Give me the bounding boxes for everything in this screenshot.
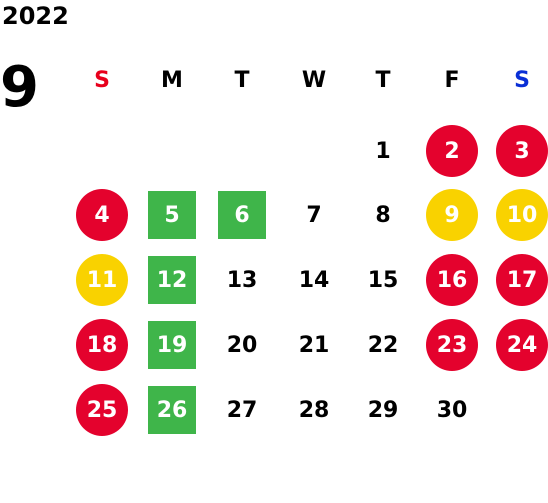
month-label: 9 bbox=[0, 55, 39, 120]
weekday-header: W bbox=[301, 68, 327, 93]
day-cell[interactable]: 11 bbox=[74, 254, 130, 306]
day-number: 21 bbox=[298, 332, 330, 358]
day-cell[interactable]: 27 bbox=[214, 384, 270, 436]
weekday-header: F bbox=[444, 68, 460, 93]
day-number: 15 bbox=[367, 267, 399, 293]
day-cell[interactable]: 16 bbox=[424, 254, 480, 306]
day-number: 4 bbox=[76, 189, 128, 241]
day-number: 1 bbox=[375, 138, 391, 164]
day-number: 28 bbox=[298, 397, 330, 423]
weekday-header: T bbox=[234, 68, 250, 93]
weekday-header: S bbox=[94, 68, 110, 93]
day-cell[interactable]: 19 bbox=[144, 319, 200, 371]
day-cell[interactable]: 30 bbox=[424, 384, 480, 436]
day-number: 14 bbox=[298, 267, 330, 293]
day-number: 19 bbox=[148, 321, 196, 369]
day-number: 30 bbox=[436, 397, 468, 423]
day-cell[interactable]: 24 bbox=[494, 319, 548, 371]
day-number: 5 bbox=[148, 191, 196, 239]
day-cell[interactable]: 1 bbox=[355, 125, 411, 177]
day-number: 17 bbox=[496, 254, 548, 306]
day-cell[interactable]: 2 bbox=[424, 125, 480, 177]
weekday-header: T bbox=[375, 68, 391, 93]
day-cell[interactable]: 26 bbox=[144, 384, 200, 436]
day-cell[interactable]: 29 bbox=[355, 384, 411, 436]
day-number: 2 bbox=[426, 125, 478, 177]
weekday-header: S bbox=[514, 68, 530, 93]
day-cell[interactable]: 17 bbox=[494, 254, 548, 306]
day-cell[interactable]: 23 bbox=[424, 319, 480, 371]
day-cell[interactable]: 5 bbox=[144, 189, 200, 241]
day-cell[interactable]: 8 bbox=[355, 189, 411, 241]
day-number: 11 bbox=[76, 254, 128, 306]
day-number: 26 bbox=[148, 386, 196, 434]
day-cell[interactable]: 6 bbox=[214, 189, 270, 241]
day-cell[interactable]: 15 bbox=[355, 254, 411, 306]
day-number: 24 bbox=[496, 319, 548, 371]
day-cell[interactable]: 25 bbox=[74, 384, 130, 436]
day-number: 18 bbox=[76, 319, 128, 371]
day-cell[interactable]: 20 bbox=[214, 319, 270, 371]
day-number: 20 bbox=[226, 332, 258, 358]
day-number: 12 bbox=[148, 256, 196, 304]
day-cell[interactable]: 13 bbox=[214, 254, 270, 306]
weekday-header: M bbox=[161, 68, 183, 93]
day-cell[interactable]: 18 bbox=[74, 319, 130, 371]
day-cell[interactable]: 12 bbox=[144, 254, 200, 306]
day-number: 8 bbox=[375, 202, 391, 228]
year-label: 2022 bbox=[2, 2, 69, 30]
day-number: 9 bbox=[426, 189, 478, 241]
day-number: 16 bbox=[426, 254, 478, 306]
day-cell[interactable]: 7 bbox=[286, 189, 342, 241]
day-number: 29 bbox=[367, 397, 399, 423]
day-number: 13 bbox=[226, 267, 258, 293]
day-cell[interactable]: 28 bbox=[286, 384, 342, 436]
day-number: 6 bbox=[218, 191, 266, 239]
day-number: 25 bbox=[76, 384, 128, 436]
day-cell[interactable]: 22 bbox=[355, 319, 411, 371]
day-cell[interactable]: 10 bbox=[494, 189, 548, 241]
day-number: 27 bbox=[226, 397, 258, 423]
day-number: 10 bbox=[496, 189, 548, 241]
day-cell[interactable]: 21 bbox=[286, 319, 342, 371]
day-number: 23 bbox=[426, 319, 478, 371]
day-number: 3 bbox=[496, 125, 548, 177]
day-number: 7 bbox=[306, 202, 322, 228]
day-number: 22 bbox=[367, 332, 399, 358]
day-cell[interactable]: 4 bbox=[74, 189, 130, 241]
day-cell[interactable]: 9 bbox=[424, 189, 480, 241]
day-cell[interactable]: 3 bbox=[494, 125, 548, 177]
day-cell[interactable]: 14 bbox=[286, 254, 342, 306]
